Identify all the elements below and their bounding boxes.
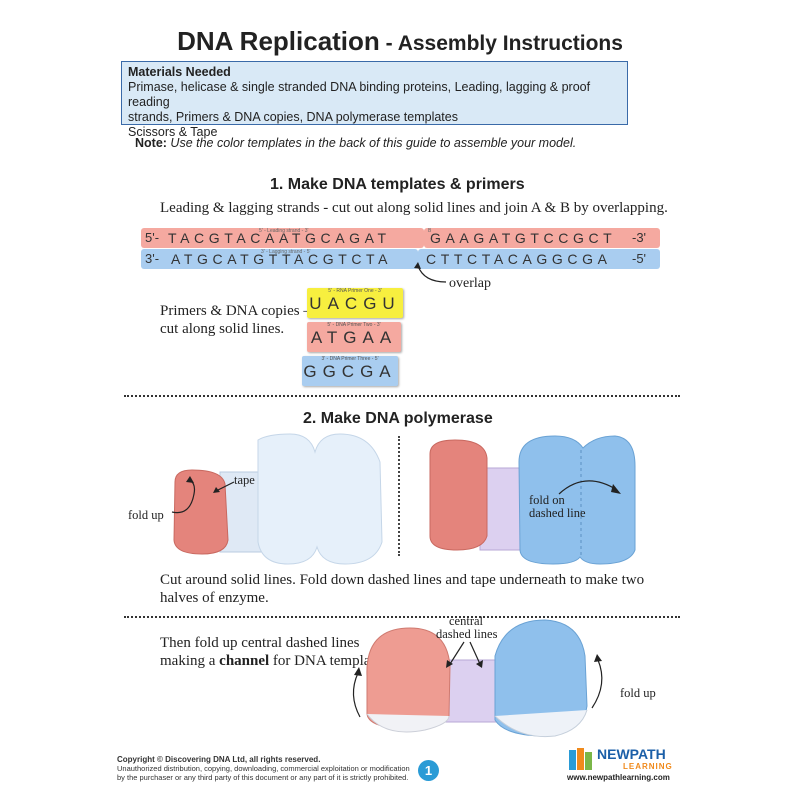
footer-line-3: by the purchaser or any third party of t…: [117, 773, 409, 782]
tape-label: tape: [234, 473, 255, 487]
title-main: DNA Replication: [177, 26, 380, 56]
footer-line-2: Unauthorized distribution, copying, down…: [117, 764, 410, 773]
page-title: DNA Replication - Assembly Instructions: [0, 26, 800, 57]
primer-card-3: 3' - DNA Primer Three - 5' GGCGA: [302, 356, 398, 386]
then-text-2c: for DNA template.: [269, 653, 385, 669]
note: Note: Use the color templates in the bac…: [135, 136, 576, 150]
brand-url: www.newpathlearning.com: [567, 773, 670, 782]
title-separator: -: [379, 32, 398, 55]
then-text-2: making a channel for DNA template.: [160, 652, 385, 671]
primer-1-seq: UACGU: [309, 294, 401, 313]
materials-line-1: Primase, helicase & single stranded DNA …: [128, 80, 591, 109]
lagging-left-end: 3'-: [145, 251, 160, 266]
primer-3-seq: GGCGA: [303, 362, 397, 381]
materials-heading: Materials Needed: [128, 65, 231, 79]
section-1-instruction: Leading & lagging strands - cut out alon…: [160, 200, 668, 216]
illustration-divider: [398, 436, 400, 556]
primers-text-1: Primers & DNA copies –: [160, 303, 311, 319]
section-2-divider: [124, 616, 680, 618]
leading-strand-part-b: B GAAGATGTCCGCT -3': [424, 228, 660, 248]
lagging-strand-part-a: 3'- 3' - Lagging strand - 5' ATGCATGTTAC…: [141, 249, 418, 269]
then-text-1: Then fold up central dashed lines: [160, 635, 360, 651]
polymerase-fold-illustration-2: [429, 435, 636, 565]
fold-on-label-1: fold on: [529, 493, 565, 507]
lagging-strand-part-b: CTTCTACAGGCGA -5': [418, 249, 660, 269]
page-number: 1: [418, 760, 439, 781]
leading-left-end: 5'-: [145, 230, 160, 245]
leading-strand-part-a: 5'- 5' - Leading strand - 3' TACGTACAATG…: [141, 228, 424, 248]
leading-strand-label: 5' - Leading strand - 3': [259, 228, 309, 234]
polymerase-fold-illustration-1: [173, 433, 383, 565]
fold-up-right-arrow-icon: [591, 654, 603, 709]
primer-3-label: 3' - DNA Primer Three - 5': [321, 356, 379, 362]
overlap-label: overlap: [449, 276, 491, 291]
note-label: Note:: [135, 136, 167, 150]
primer-2-label: 5' - DNA Primer Two - 3': [327, 322, 381, 328]
section-divider: [124, 395, 680, 397]
fold-on-label-2: dashed line: [529, 506, 586, 520]
fold-up-label: fold up: [128, 508, 164, 522]
brand-sub: LEARNING: [623, 762, 673, 771]
fold-on-arrow-icon: [558, 480, 621, 495]
primer-card-2: 5' - DNA Primer Two - 3' ATGAA: [307, 322, 401, 352]
lagging-strand-label: 3' - Lagging strand - 5': [261, 249, 311, 255]
books-icon: [569, 748, 592, 770]
section-2-heading: 2. Make DNA polymerase: [303, 410, 493, 427]
materials-line-2: strands, Primers & DNA copies, DNA polym…: [128, 110, 458, 124]
primer-1-label: 5' - RNA Primer One - 3': [328, 288, 382, 294]
central-arrows-icon: [446, 641, 483, 668]
fold-up-arrow-icon: [171, 476, 235, 514]
section-1-heading: 1. Make DNA templates & primers: [270, 176, 525, 193]
brand-name: NEWPATH: [597, 746, 666, 762]
leading-seq-a: TACGTACAATGCAGAT: [168, 230, 391, 246]
footer-text: Copyright © Discovering DNA Ltd, all rig…: [117, 755, 410, 782]
then-text-2a: making a: [160, 653, 220, 669]
lagging-seq-b: CTTCTACAGGCGA: [426, 251, 612, 267]
primers-text-2: cut along solid lines.: [160, 321, 285, 337]
central-label-1: central: [449, 614, 484, 628]
section-2-instruction-2: halves of enzyme.: [160, 590, 269, 606]
polymerase-channel-illustration: [366, 619, 588, 738]
footer-copyright: Copyright © Discovering DNA Ltd, all rig…: [117, 755, 321, 764]
channel-word: channel: [219, 653, 270, 669]
lagging-seq-a: ATGCATGTTACGTCTA: [171, 251, 393, 267]
note-text: Use the color templates in the back of t…: [166, 136, 577, 150]
section-2-instruction-1: Cut around solid lines. Fold down dashed…: [160, 572, 645, 588]
leading-right-end: -3': [632, 230, 647, 245]
lagging-right-end: -5': [632, 251, 647, 266]
primer-card-1: 5' - RNA Primer One - 3' UACGU: [307, 288, 403, 318]
materials-line-3: Scissors & Tape: [128, 125, 218, 139]
primer-2-seq: ATGAA: [310, 328, 398, 347]
materials-box: Materials Needed Primase, helicase & sin…: [121, 61, 628, 139]
leading-seq-b: GAAGATGTCCGCT: [430, 230, 617, 246]
central-label-2: dashed lines: [436, 627, 498, 641]
fold-up-left-arrow-icon: [352, 667, 362, 718]
overlap-arrow-icon: [414, 262, 447, 283]
fold-up-right-label: fold up: [620, 686, 656, 700]
title-sub: Assembly Instructions: [397, 32, 623, 55]
leading-strand-b-label: B: [428, 228, 432, 234]
newpath-logo: NEWPATH LEARNING www.newpathlearning.com: [567, 744, 707, 784]
